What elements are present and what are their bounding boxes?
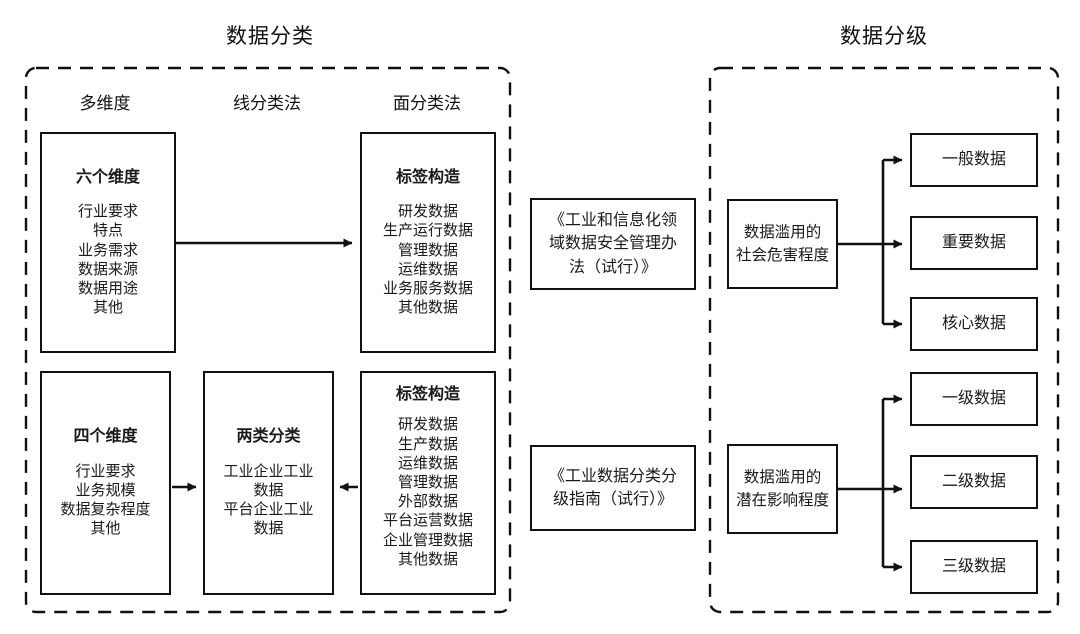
list-item: 运维数据 xyxy=(397,454,458,472)
title-grading: 数据分级 xyxy=(840,25,928,48)
box-four-dimensions[interactable]: 四个维度 行业要求 业务规模 数据复杂程度 其他 xyxy=(40,371,171,595)
list-item: 业务需求 xyxy=(77,241,138,259)
doc-line: 域数据安全管理办 xyxy=(548,235,677,253)
box-four-dimensions-items: 行业要求 业务规模 数据复杂程度 其他 xyxy=(60,462,150,539)
list-item: 运维数据 xyxy=(397,260,458,278)
list-item: 特点 xyxy=(92,222,123,240)
column-head-multi-dimension: 多维度 xyxy=(79,94,131,113)
factor-line: 数据滥用的 xyxy=(743,468,822,486)
list-item: 数据 xyxy=(253,520,284,538)
list-item: 生产运行数据 xyxy=(382,222,473,240)
list-item: 业务服务数据 xyxy=(382,279,473,297)
list-item: 数据复杂程度 xyxy=(60,501,151,519)
list-item: 其他 xyxy=(92,299,123,317)
box-level-tier2-data[interactable]: 二级数据 xyxy=(910,455,1038,509)
list-item: 研发数据 xyxy=(397,203,458,221)
list-item: 数据来源 xyxy=(77,260,138,278)
box-level-core-data[interactable]: 核心数据 xyxy=(910,297,1038,351)
list-item: 行业要求 xyxy=(75,462,136,480)
list-item: 行业要求 xyxy=(77,203,138,221)
list-item: 数据 xyxy=(253,482,284,500)
factor-line: 数据滥用的 xyxy=(743,223,822,241)
list-item: 平台运营数据 xyxy=(382,512,473,530)
box-regulation-classification-guide[interactable]: 《工业数据分类分 级指南（试行）》 xyxy=(530,445,696,531)
box-tag-construction-top[interactable]: 标签构造 研发数据 生产运行数据 管理数据 运维数据 业务服务数据 其他数据 xyxy=(360,132,496,353)
doc-line: 级指南（试行）》 xyxy=(552,491,673,508)
list-item: 数据用途 xyxy=(77,279,138,297)
box-potential-impact-degree[interactable]: 数据滥用的 潜在影响程度 xyxy=(727,444,838,534)
list-item: 平台企业工业 xyxy=(223,501,314,519)
doc-line: 法（试行）》 xyxy=(568,258,657,276)
box-six-dimensions-items: 行业要求 特点 业务需求 数据来源 数据用途 其他 xyxy=(78,202,138,317)
box-social-harm-degree[interactable]: 数据滥用的 社会危害程度 xyxy=(727,199,838,289)
box-level-tier1-data[interactable]: 一级数据 xyxy=(910,372,1038,426)
list-item: 其他数据 xyxy=(397,299,458,317)
box-level-tier3-data[interactable]: 三级数据 xyxy=(910,540,1038,594)
box-tag-construction-top-title: 标签构造 xyxy=(395,168,460,186)
box-regulation-data-security[interactable]: 《工业和信息化领 域数据安全管理办 法（试行）》 xyxy=(530,198,696,290)
box-two-categories-items: 工业企业工业 数据 平台企业工业 数据 xyxy=(223,462,313,539)
list-item: 工业企业工业 xyxy=(223,462,314,480)
box-tag-construction-top-items: 研发数据 生产运行数据 管理数据 运维数据 业务服务数据 其他数据 xyxy=(383,202,473,317)
factor-line: 社会危害程度 xyxy=(735,247,829,264)
box-two-categories[interactable]: 两类分类 工业企业工业 数据 平台企业工业 数据 xyxy=(203,371,334,595)
list-item: 生产数据 xyxy=(397,435,458,453)
box-tag-construction-bottom[interactable]: 标签构造 研发数据 生产数据 运维数据 管理数据 外部数据 平台运营数据 企业管… xyxy=(360,371,496,595)
box-four-dimensions-title: 四个维度 xyxy=(73,428,138,446)
list-item: 外部数据 xyxy=(397,493,458,511)
doc-line: 《工业数据分类分 xyxy=(548,467,677,485)
box-level-important-data[interactable]: 重要数据 xyxy=(910,216,1038,270)
box-tag-construction-bottom-title: 标签构造 xyxy=(395,386,460,403)
list-item: 其他 xyxy=(90,520,121,538)
list-item: 管理数据 xyxy=(397,474,458,492)
box-two-categories-title: 两类分类 xyxy=(236,428,301,446)
column-head-facet-method: 面分类法 xyxy=(393,94,461,113)
box-six-dimensions[interactable]: 六个维度 行业要求 特点 业务需求 数据来源 数据用途 其他 xyxy=(40,132,176,353)
list-item: 企业管理数据 xyxy=(382,531,473,549)
list-item: 其他数据 xyxy=(397,550,458,568)
box-tag-construction-bottom-items: 研发数据 生产数据 运维数据 管理数据 外部数据 平台运营数据 企业管理数据 其… xyxy=(383,415,473,569)
list-item: 业务规模 xyxy=(75,482,136,500)
factor-line: 潜在影响程度 xyxy=(735,492,829,509)
list-item: 管理数据 xyxy=(397,241,458,259)
doc-line: 《工业和信息化领 xyxy=(548,212,677,230)
box-level-general-data[interactable]: 一般数据 xyxy=(910,133,1038,187)
title-classification: 数据分类 xyxy=(226,25,314,48)
box-six-dimensions-title: 六个维度 xyxy=(75,168,140,186)
column-head-line-method: 线分类法 xyxy=(233,94,301,113)
list-item: 研发数据 xyxy=(397,416,458,434)
